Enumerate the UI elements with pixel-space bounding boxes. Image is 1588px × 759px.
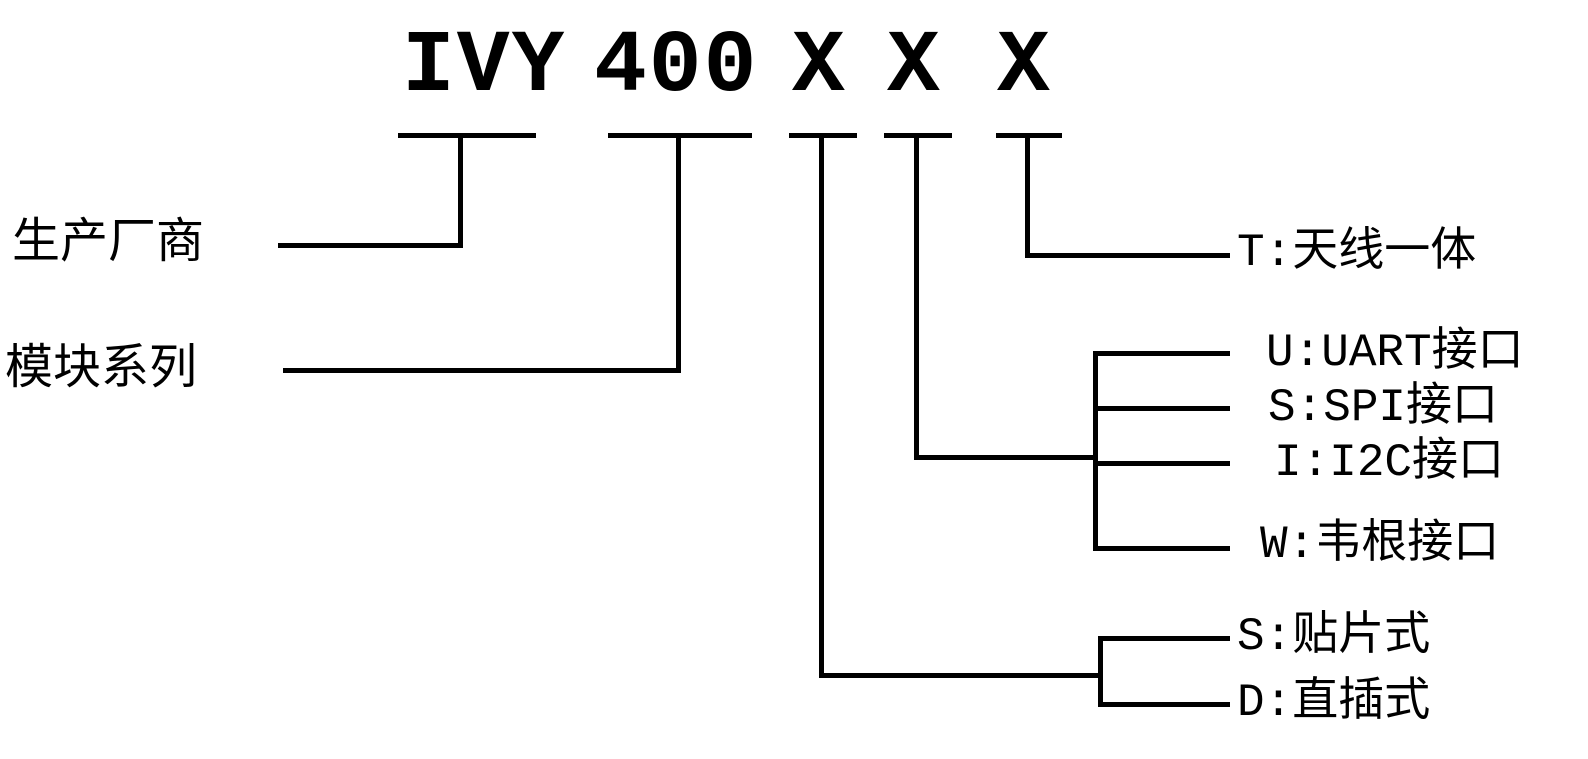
code-series: 400 [594, 18, 759, 117]
label-mount-dip: D:直插式 [1237, 677, 1431, 729]
label-interface-uart: U:UART接口 [1266, 327, 1524, 379]
vline-x3 [1025, 133, 1030, 258]
vline-x2 [914, 133, 919, 460]
hline-series [283, 368, 681, 373]
hline-smd [1098, 636, 1230, 641]
label-interface-spi: S:SPI接口 [1268, 382, 1499, 434]
label-manufacturer: 生产厂商 [12, 218, 205, 272]
vline-x1 [819, 133, 824, 678]
label-series: 模块系列 [5, 344, 198, 398]
bracket-mount [1098, 636, 1103, 707]
code-x2: X [887, 18, 942, 117]
label-interface-i2c: I:I2C接口 [1274, 437, 1505, 489]
hline-wiegand [1093, 546, 1230, 551]
code-manufacturer: IVY [402, 18, 567, 117]
label-antenna: T:天线一体 [1237, 227, 1477, 279]
hline-x1-to-bracket [819, 673, 1103, 678]
code-x1: X [792, 18, 847, 117]
hline-i2c [1093, 461, 1230, 466]
bracket-interfaces [1093, 351, 1098, 551]
hline-antenna [1025, 253, 1230, 258]
underline-manufacturer [398, 133, 536, 138]
hline-dip [1098, 702, 1230, 707]
vline-series [676, 133, 681, 373]
code-x3: X [997, 18, 1052, 117]
label-mount-smd: S:贴片式 [1237, 611, 1431, 663]
label-interface-wiegand: W:韦根接口 [1260, 519, 1500, 571]
vline-manufacturer [458, 133, 463, 248]
hline-spi [1093, 406, 1230, 411]
hline-x2-to-bracket [914, 455, 1098, 460]
hline-manufacturer [278, 243, 463, 248]
hline-uart [1093, 351, 1230, 356]
